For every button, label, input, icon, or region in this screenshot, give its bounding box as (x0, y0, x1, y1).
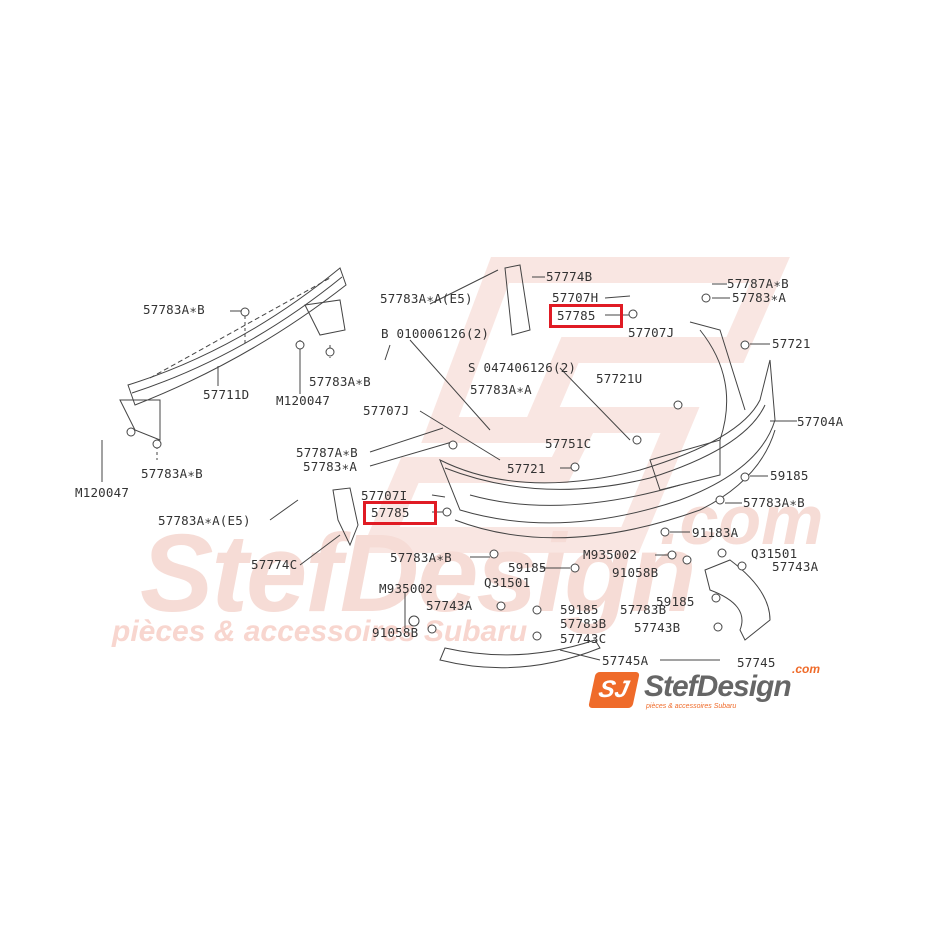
part-label: 57783A∗B (141, 466, 203, 481)
highlight-box (549, 304, 623, 328)
part-label: 57707I (361, 488, 408, 503)
part-label: Q31501 (751, 546, 798, 561)
part-label: 57721 (772, 336, 811, 351)
part-label: 57707J (363, 403, 410, 418)
part-label: 91183A (692, 525, 739, 540)
part-label-highlighted: 57785 (371, 505, 410, 520)
part-label: 57783A∗B (143, 302, 205, 317)
part-label: 57783A∗B (309, 374, 371, 389)
part-label: 57743B (634, 620, 681, 635)
part-label: 57707J (628, 325, 675, 340)
watermark-com: .com (660, 481, 824, 559)
part-label: 57783B (620, 602, 667, 617)
part-label: 59185 (770, 468, 809, 483)
part-label: 57783A∗A (470, 382, 532, 397)
part-label: 59185 (656, 594, 695, 609)
part-label: 57783A∗A(E5) (380, 291, 473, 306)
part-label: B 010006126(2) (381, 326, 490, 341)
part-label: 57707H (552, 290, 599, 305)
part-label: M120047 (75, 485, 130, 500)
part-label: S 047406126(2) (468, 360, 577, 375)
part-label: 57751C (545, 436, 592, 451)
part-label: 57711D (203, 387, 250, 402)
part-label: 57743A (426, 598, 473, 613)
logo-mark: SJ (588, 672, 640, 708)
highlight-box (363, 501, 437, 525)
part-label: 57783∗A (303, 459, 358, 474)
part-label: 59185 (508, 560, 547, 575)
part-label: 57745 (737, 655, 776, 670)
part-label-highlighted: 57785 (557, 308, 596, 323)
part-label: M935002 (583, 547, 638, 562)
part-label: 57783A∗A(E5) (158, 513, 251, 528)
logo-name: StefDesign (644, 670, 792, 703)
part-label: M120047 (276, 393, 331, 408)
part-label: 57743A (772, 559, 819, 574)
part-label: 57743C (560, 631, 607, 646)
part-label: 91058B (372, 625, 419, 640)
part-label: 57783A∗B (390, 550, 452, 565)
logo-tagline: pièces & accessoires Subaru (646, 703, 737, 710)
part-label: 57721 (507, 461, 546, 476)
part-label: 57704A (797, 414, 844, 429)
part-label: M935002 (379, 581, 434, 596)
part-label: 57774C (251, 557, 298, 572)
part-label: 57783∗A (732, 290, 787, 305)
watermark-sub: pièces & accessoires Subaru (112, 615, 528, 648)
part-label: 57783B (560, 616, 607, 631)
part-label: 57721U (596, 371, 643, 386)
part-label: Q31501 (484, 575, 531, 590)
logo-dotcom: .com (792, 662, 821, 676)
part-label: 57774B (546, 269, 593, 284)
part-label: 57783A∗B (743, 495, 805, 510)
part-label: 57787A∗B (727, 276, 789, 291)
part-label: 59185 (560, 602, 599, 617)
part-label: 57787A∗B (296, 445, 358, 460)
part-label: 91058B (612, 565, 659, 580)
part-label: 57745A (602, 653, 649, 668)
stefdesign-logo: SJ StefDesign .com pièces & accessoires … (588, 662, 852, 716)
